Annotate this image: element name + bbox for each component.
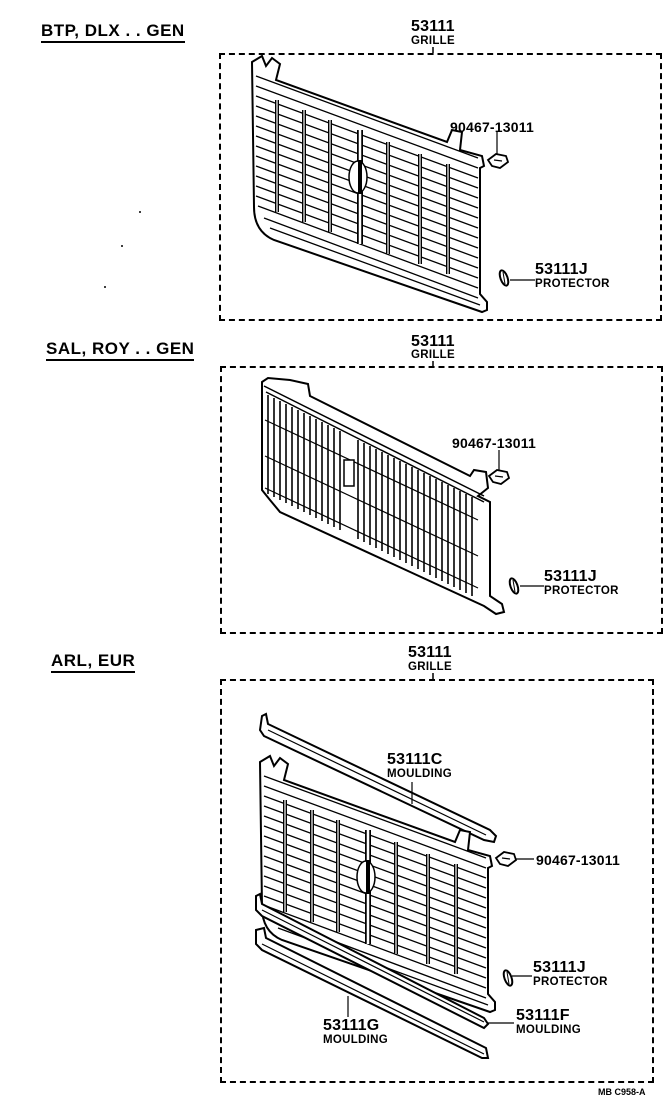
assembly-part-name: GRILLE [408,661,452,673]
variant-title-arl-eur: ARL, EUR [51,652,136,673]
assembly-frame [220,679,654,1083]
protector-part-name: PROTECTOR [544,585,619,597]
lower-moulding-g-part-number: 53111G [323,1017,380,1034]
assembly-frame [220,366,663,634]
protector-part-name: PROTECTOR [533,976,608,988]
lower-moulding-f-part-number: 53111F [516,1007,570,1024]
protector-part-number: 53111J [533,959,586,976]
protector-part-number: 53111J [535,261,588,278]
vertical-bar-grille [261,376,506,616]
lower-moulding-f-part-name: MOULDING [516,1024,582,1036]
lower-moulding-g-part-name: MOULDING [323,1034,389,1046]
clip-part-number: 90467-13011 [452,435,536,451]
variant-title-btp-dlx-gen: BTP, DLX . . GEN [41,22,185,43]
assembly-frame [219,53,662,321]
assembly-part-number: 53111 [408,644,452,661]
clip-part-number: 90467-13011 [450,119,534,135]
protector-part-name: PROTECTOR [535,278,610,290]
upper-moulding-part-name: MOULDING [387,768,453,780]
variant-title-sal-roy-gen: SAL, ROY . . GEN [46,340,195,361]
upper-moulding-part-number: 53111C [387,751,443,768]
assembly-part-number: 53111 [411,18,455,35]
assembly-part-name: GRILLE [411,349,455,361]
assembly-part-number: 53111 [411,333,455,350]
protector-part-number: 53111J [544,568,597,585]
assembly-part-name: GRILLE [411,35,455,47]
clip-part-number: 90467-13011 [536,852,620,868]
diagram-code: MB C958-A [598,1087,646,1097]
